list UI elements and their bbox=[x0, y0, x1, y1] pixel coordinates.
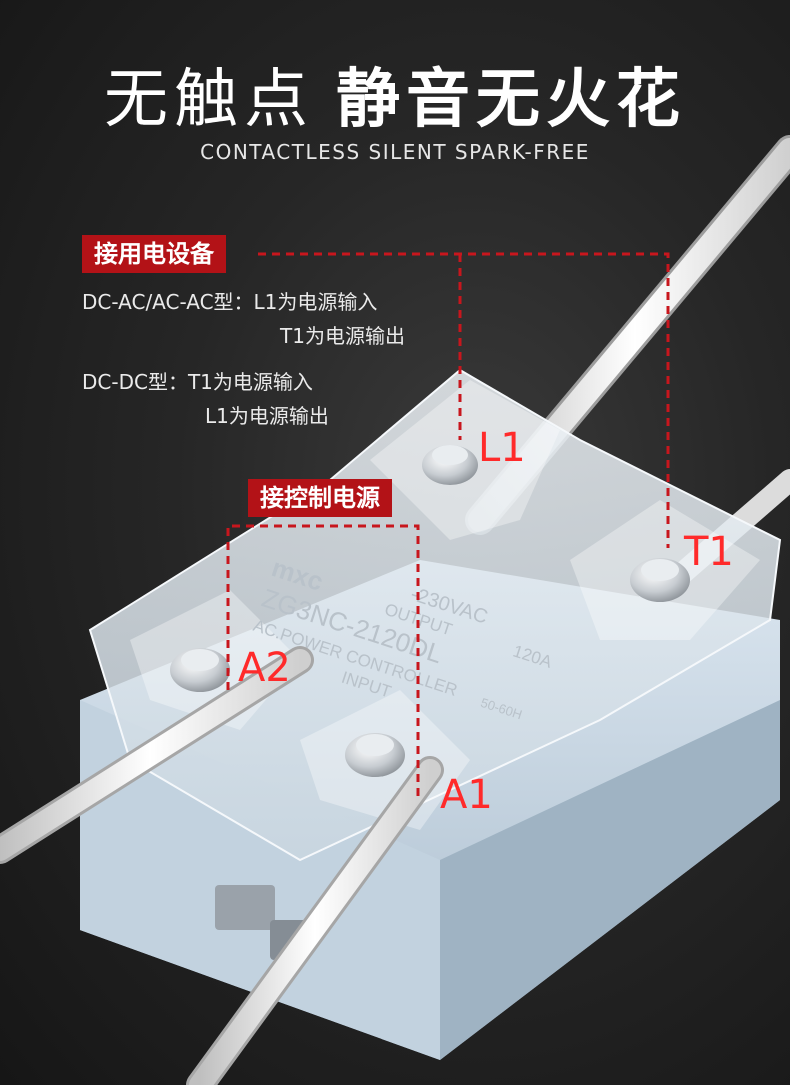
load-line-3: DC-DC型：T1为电源输入 bbox=[82, 370, 313, 394]
page-subtitle: CONTACTLESS SILENT SPARK-FREE bbox=[200, 140, 590, 164]
load-line-1: DC-AC/AC-AC型：L1为电源输入 bbox=[82, 290, 378, 314]
load-device-tag: 接用电设备 bbox=[82, 235, 226, 273]
terminal-plate-left bbox=[215, 885, 275, 930]
page-title: 无触点静音无火花 bbox=[0, 48, 790, 140]
screw-a1 bbox=[345, 733, 405, 777]
load-line-2: T1为电源输出 bbox=[280, 324, 405, 348]
load-line-4: L1为电源输出 bbox=[205, 404, 329, 428]
title-bold: 静音无火花 bbox=[336, 63, 686, 137]
terminal-label-a2: A2 bbox=[238, 645, 291, 691]
terminal-label-l1: L1 bbox=[478, 425, 526, 471]
terminal-label-a1: A1 bbox=[440, 772, 493, 818]
control-guide-lines bbox=[226, 524, 420, 800]
wire-lower bbox=[0, 646, 444, 1085]
control-power-tag: 接控制电源 bbox=[248, 479, 392, 517]
screw-t1 bbox=[630, 558, 690, 602]
terminal-label-t1: T1 bbox=[684, 529, 734, 575]
screw-l1 bbox=[422, 445, 478, 485]
load-guide-lines bbox=[258, 252, 670, 548]
screw-a2 bbox=[170, 648, 230, 692]
title-light: 无触点 bbox=[104, 63, 314, 137]
